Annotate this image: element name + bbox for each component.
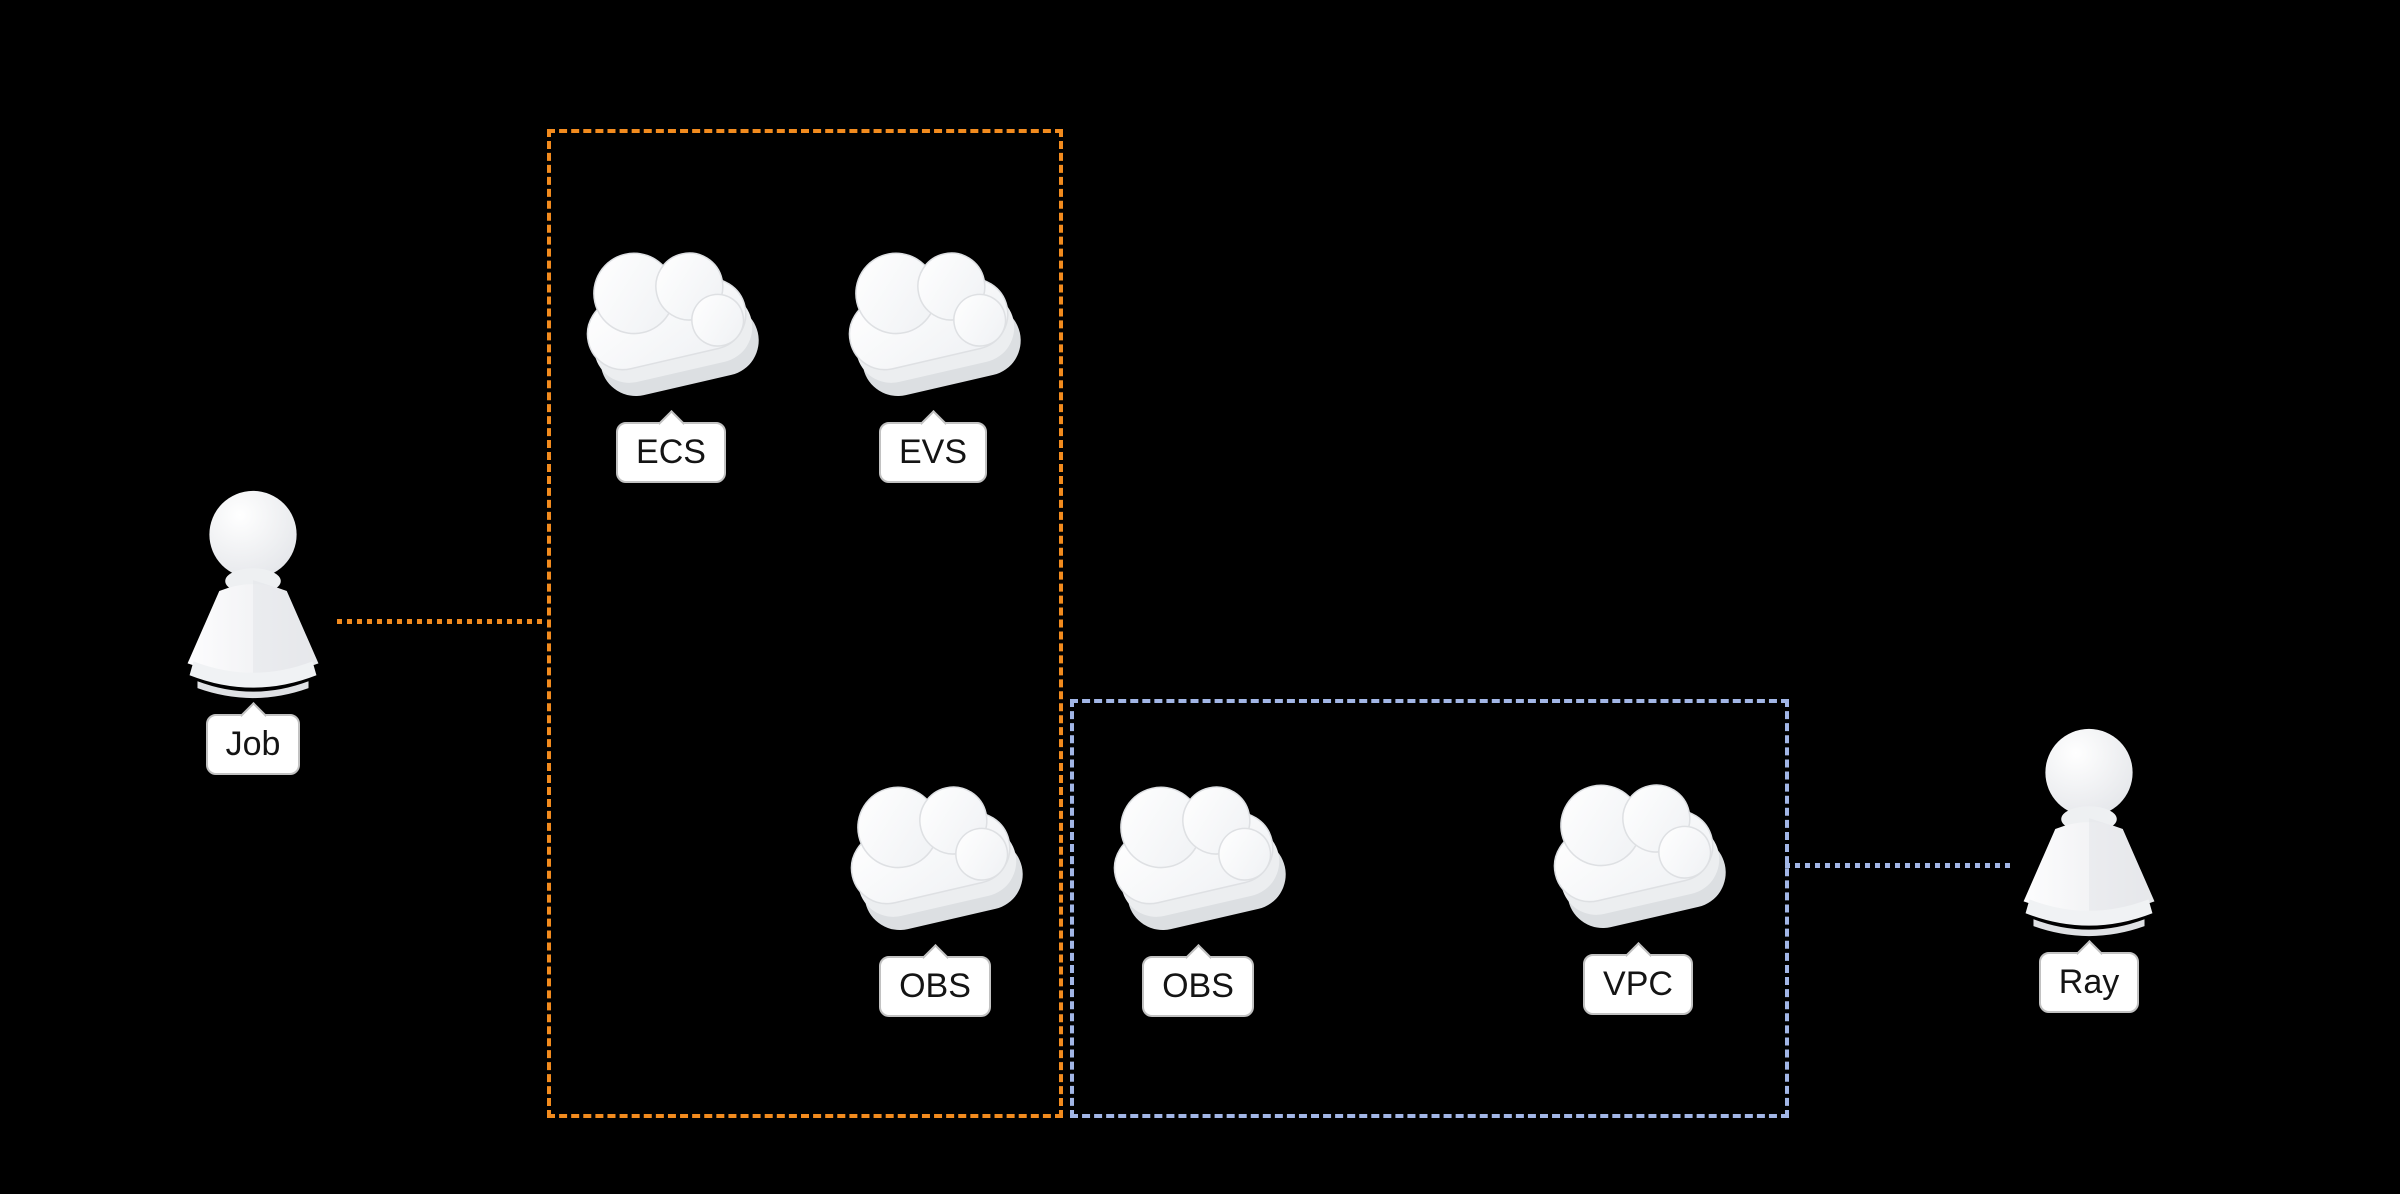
cloud-3d-icon bbox=[1096, 772, 1301, 944]
vpc-label: VPC bbox=[1583, 942, 1693, 1016]
obs-data-label-text: OBS bbox=[1162, 967, 1234, 1005]
orange-dashed-group-box bbox=[547, 129, 1063, 1118]
node-obs-compute: OBS bbox=[825, 772, 1045, 1018]
node-ecs: ECS bbox=[561, 238, 781, 484]
node-obs-data: OBS bbox=[1088, 772, 1308, 1018]
obs-compute-label-text: OBS bbox=[899, 967, 971, 1005]
job-label-text: Job bbox=[225, 725, 281, 763]
evs-label: EVS bbox=[878, 410, 988, 484]
ray-label-text: Ray bbox=[2058, 963, 2120, 1001]
blue-dashed-group-box bbox=[1070, 699, 1789, 1118]
group-to-ray-connector-line bbox=[1785, 863, 2013, 868]
pawn-figure-icon bbox=[2009, 716, 2169, 944]
node-ray: Ray bbox=[2004, 716, 2174, 1014]
cloud-3d-icon bbox=[831, 238, 1036, 410]
ray-label: Ray bbox=[2038, 940, 2140, 1014]
cloud-3d-icon bbox=[1536, 770, 1741, 942]
node-evs: EVS bbox=[823, 238, 1043, 484]
node-vpc: VPC bbox=[1528, 770, 1748, 1016]
cloud-3d-icon bbox=[569, 238, 774, 410]
evs-label-text: EVS bbox=[898, 433, 968, 471]
ecs-label-text: ECS bbox=[636, 433, 706, 471]
cloud-3d-icon bbox=[833, 772, 1038, 944]
obs-data-label: OBS bbox=[1142, 944, 1254, 1018]
vpc-label-text: VPC bbox=[1603, 965, 1673, 1003]
obs-compute-label: OBS bbox=[879, 944, 991, 1018]
job-to-group-connector-line bbox=[337, 619, 547, 624]
pawn-figure-icon bbox=[173, 478, 333, 706]
node-job: Job bbox=[168, 478, 338, 776]
job-label: Job bbox=[205, 702, 301, 776]
ecs-label: ECS bbox=[616, 410, 726, 484]
